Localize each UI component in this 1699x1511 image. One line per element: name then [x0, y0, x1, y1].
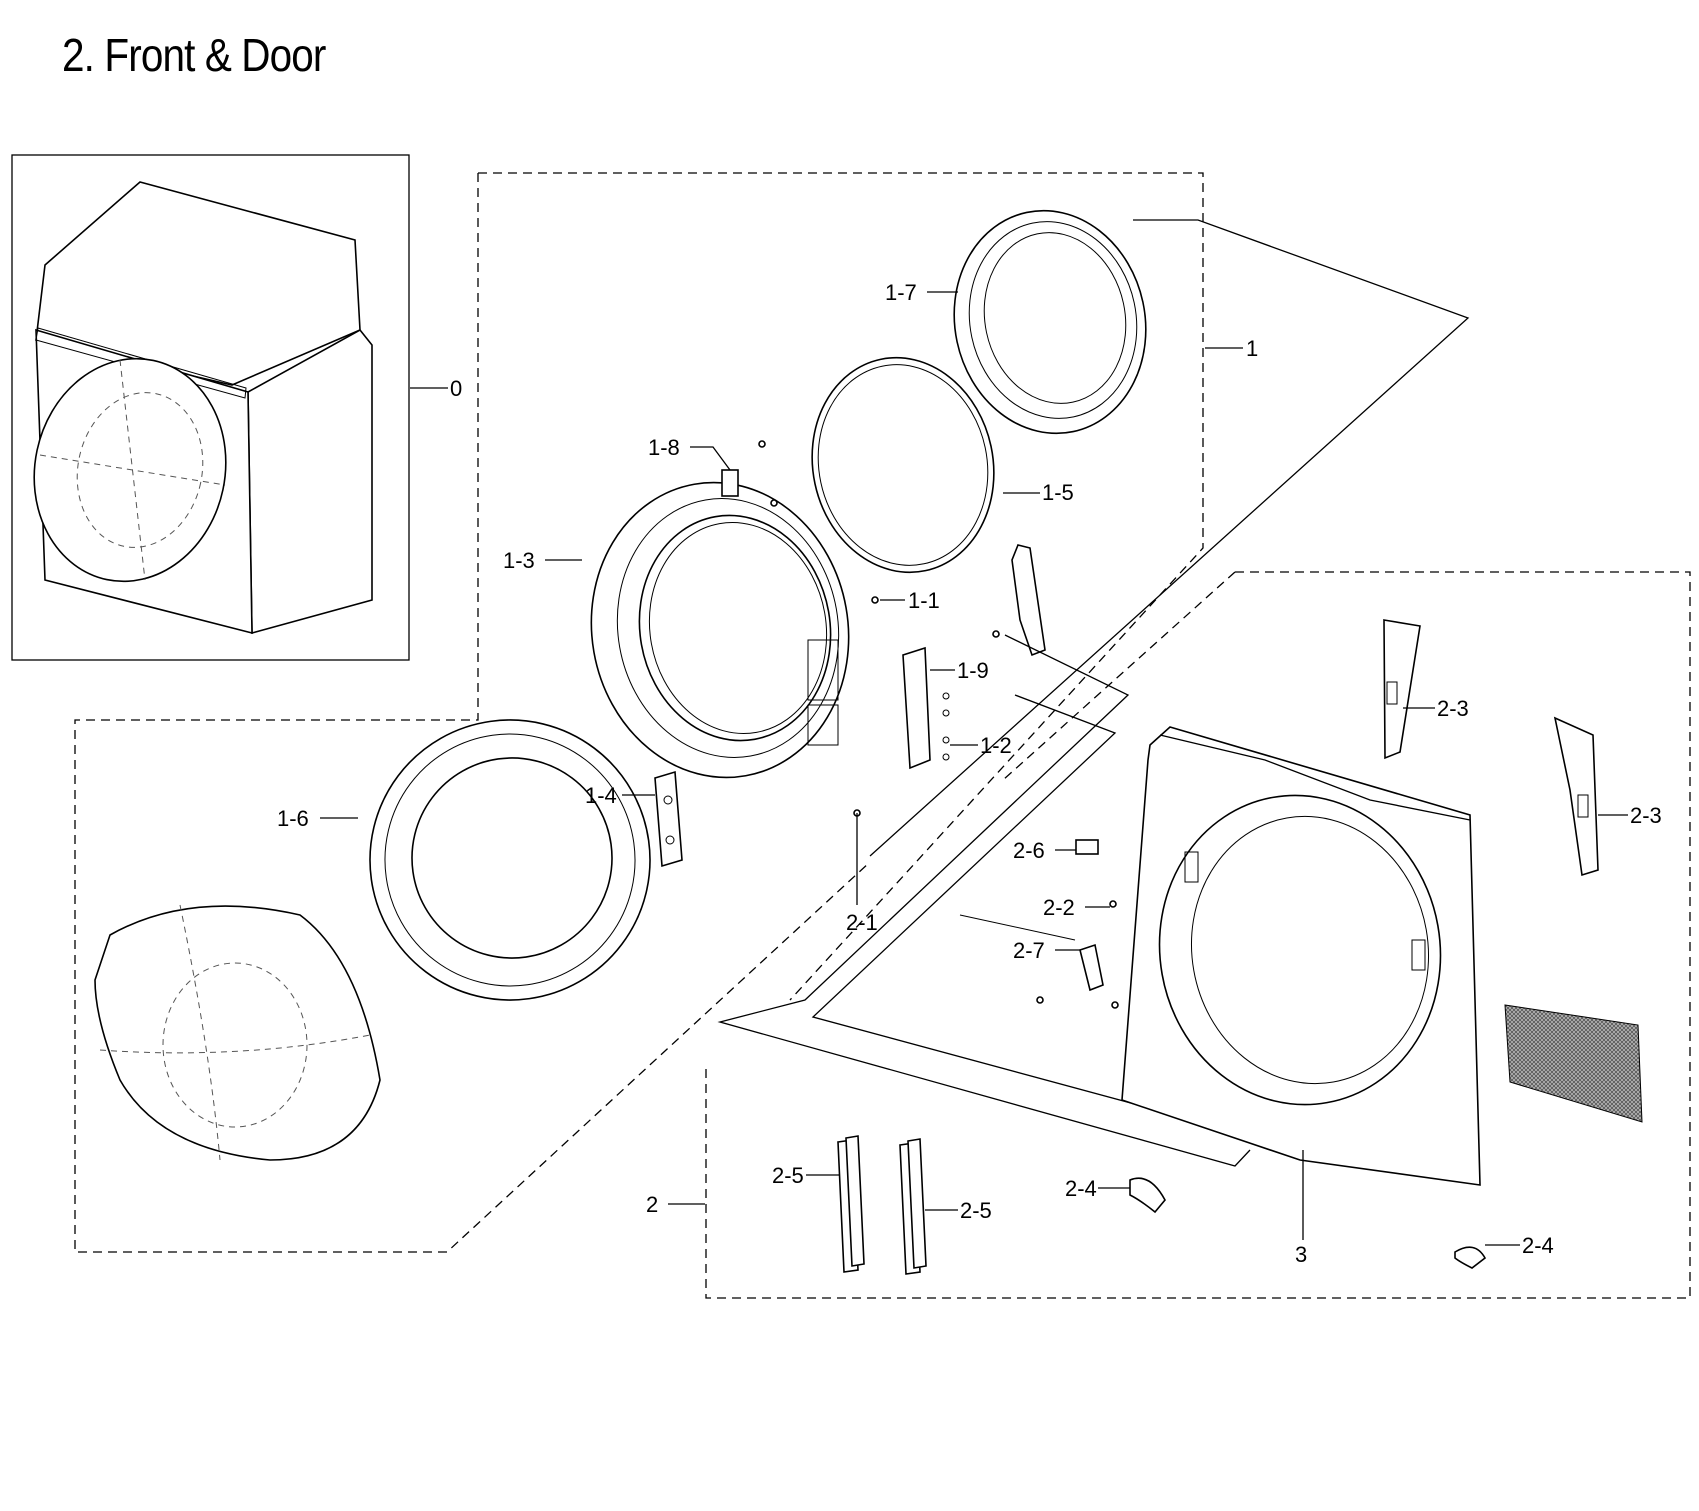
clip-b: [1454, 1246, 1487, 1269]
projection-guides: [717, 219, 1470, 1167]
clip-a: [1129, 1177, 1166, 1214]
label-1-4: 1-4: [585, 783, 617, 808]
label-1-6: 1-6: [277, 806, 309, 831]
group-1-boundary: [478, 172, 1204, 1001]
page-title: 2. Front & Door: [62, 29, 326, 81]
label-1-3: 1-3: [503, 548, 535, 573]
label-2-4-right: 2-4: [1522, 1233, 1554, 1258]
label-1-9: 1-9: [957, 658, 989, 683]
dryer-control-strip: [35, 327, 247, 399]
inset-frame: [11, 154, 410, 661]
leader-lines: [320, 291, 1628, 1246]
group-1-boundary-lower: [74, 173, 871, 1253]
front-panel: [1121, 726, 1481, 1186]
label-1-1: 1-1: [908, 588, 940, 613]
label-2-1: 2-1: [846, 910, 878, 935]
label-2-6: 2-6: [1013, 838, 1045, 863]
door-outer-decor: [94, 904, 381, 1161]
label-3: 3: [1295, 1242, 1307, 1267]
door-cover: [369, 719, 651, 1001]
label-1-5: 1-5: [1042, 480, 1074, 505]
door-hinge: [654, 770, 683, 868]
label-2-5-right: 2-5: [960, 1198, 992, 1223]
door-lever: [902, 646, 931, 770]
label-2: 2: [646, 1192, 658, 1217]
part-labels: 0 1 2 3 1-7 1-5 1-3 1-1 1-8 1-9 1-2 1-6 …: [277, 280, 1662, 1267]
label-1: 1: [1246, 336, 1258, 361]
label-2-5-left: 2-5: [772, 1163, 804, 1188]
label-0: 0: [450, 376, 462, 401]
label-1-7: 1-7: [885, 280, 917, 305]
panel-fasteners: [1036, 839, 1119, 1009]
label-2-7: 2-7: [1013, 938, 1045, 963]
panel-strips: [837, 1135, 927, 1275]
hook-part: [721, 469, 739, 497]
hinge-bracket-plate: [1011, 544, 1046, 657]
door-inner-frame: [590, 481, 850, 779]
label-2-2: 2-2: [1043, 895, 1075, 920]
label-1-8: 1-8: [648, 435, 680, 460]
label-1-2: 1-2: [980, 733, 1012, 758]
label-2-4-left: 2-4: [1065, 1176, 1097, 1201]
door-gasket: [811, 356, 995, 574]
door-glass-outer: [953, 209, 1147, 435]
label-2-3-upper: 2-3: [1437, 696, 1469, 721]
dryer-side: [247, 328, 373, 635]
group-2-boundary: [705, 571, 1691, 1299]
label-2-3-lower: 2-3: [1630, 803, 1662, 828]
panel-brackets: [1383, 619, 1599, 877]
door-hook-parts: [721, 440, 950, 817]
dryer-assembly-inset: [11, 154, 410, 661]
lint-filter-mesh: [1504, 1004, 1643, 1123]
